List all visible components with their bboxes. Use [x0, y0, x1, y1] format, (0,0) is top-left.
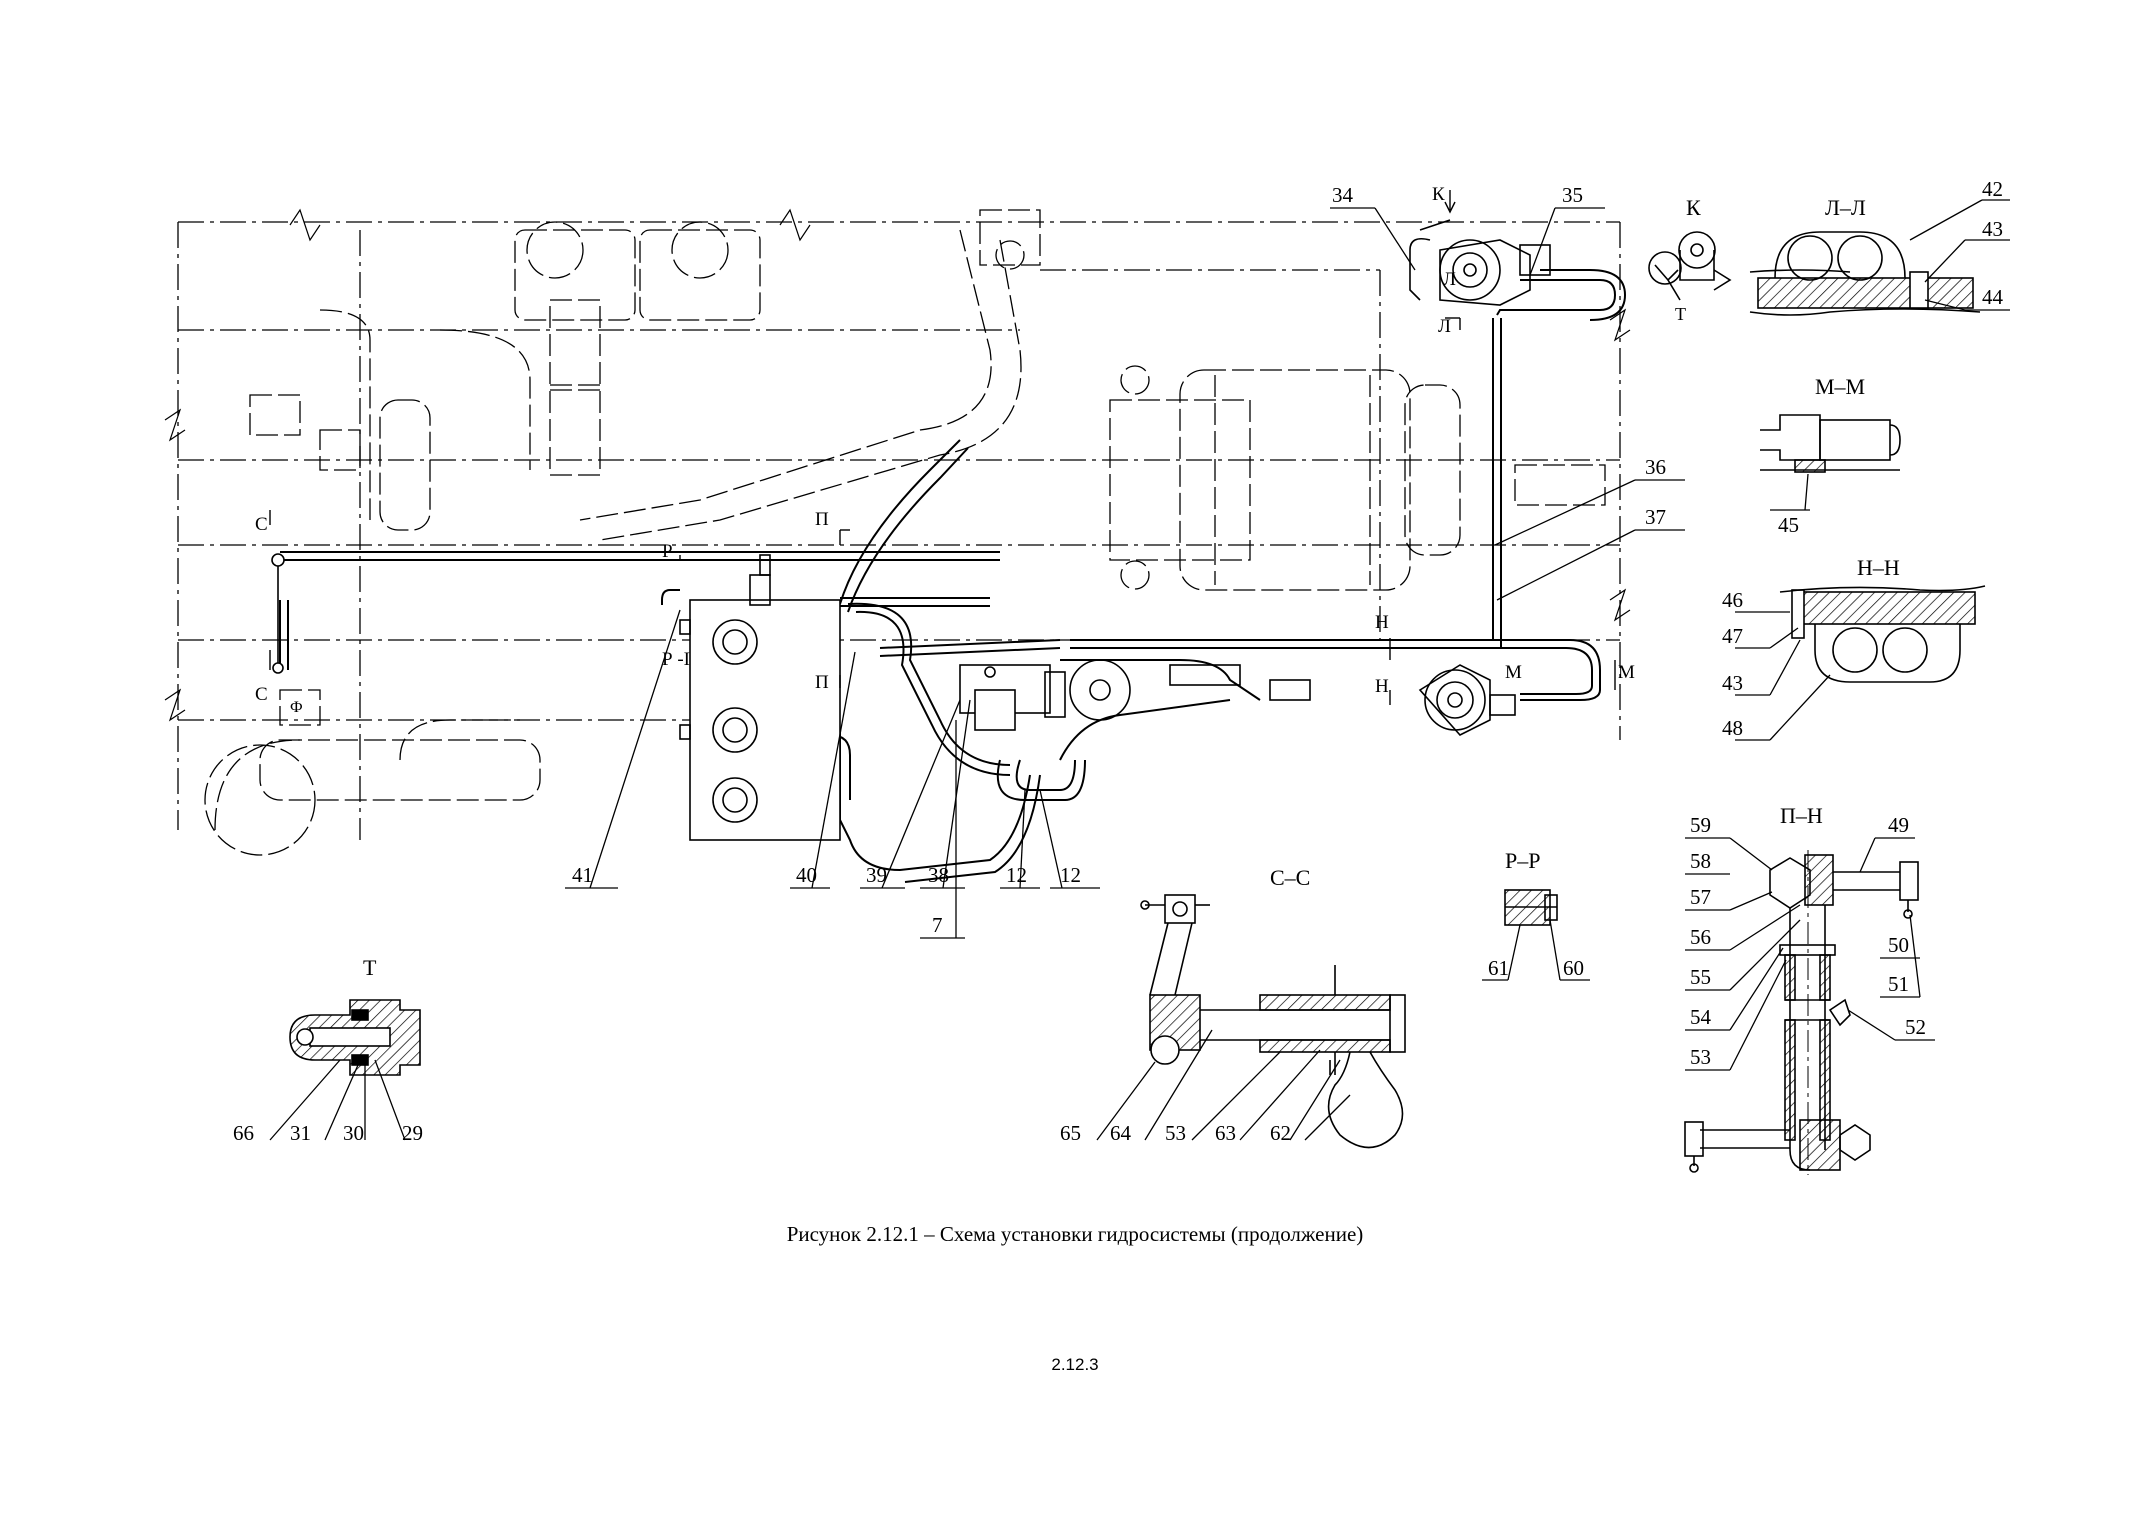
callout-38: 38: [928, 863, 949, 887]
callout-39: 39: [866, 863, 887, 887]
callout-65: 65: [1060, 1121, 1081, 1145]
callout-29: 29: [402, 1121, 423, 1145]
leader-lines-nn: [1735, 611, 1831, 741]
view-ll: [1749, 231, 1981, 316]
callout-45: 45: [1778, 513, 1799, 537]
callout-51: 51: [1888, 972, 1909, 996]
view-rr-title: Р–Р: [1505, 848, 1540, 873]
callout-37: 37: [1645, 505, 1666, 529]
mark-r: Р: [662, 541, 673, 562]
view-mm-title: М–М: [1815, 374, 1865, 399]
callout-63: 63: [1215, 1121, 1236, 1145]
callout-53-cc: 53: [1165, 1121, 1186, 1145]
callout-43-top: 43: [1982, 217, 2003, 241]
mark-r1: Р -I: [662, 649, 690, 670]
view-nn: [1779, 585, 1986, 683]
pump-unit-right: [1418, 664, 1516, 736]
mark-f: Ф: [290, 699, 303, 716]
leader-lines-ll: [1909, 199, 2010, 311]
callout-labels-main: 34 35 36 37 41 40 39 38 7 12 12: [572, 183, 1666, 937]
callout-59: 59: [1690, 813, 1711, 837]
view-nn-title: Н–Н: [1857, 555, 1900, 580]
mark-n-bottom: Н: [1375, 676, 1389, 697]
leader-lines-pn: [1685, 837, 1935, 1071]
callout-30: 30: [343, 1121, 364, 1145]
view-k: [1648, 231, 1732, 301]
mark-c-top: С: [255, 514, 268, 535]
callout-52: 52: [1905, 1015, 1926, 1039]
view-k-title: К: [1686, 195, 1701, 220]
section-letters-main: К Л Л П П Р Р -I С С Н Н М М Ф: [255, 184, 1635, 716]
view-cc: [1140, 894, 1406, 1149]
mark-l-top: Л: [1443, 269, 1456, 290]
leader-45: [1804, 473, 1809, 511]
view-pn: [1684, 850, 1919, 1175]
rod-c: [271, 553, 285, 674]
mark-p-bottom: П: [815, 672, 829, 693]
callout-56: 56: [1690, 925, 1711, 949]
leader-lines-main: [565, 207, 1685, 939]
callout-64: 64: [1110, 1121, 1132, 1145]
callout-31: 31: [290, 1121, 311, 1145]
view-mm: [1760, 414, 1901, 473]
view-rr: [1504, 889, 1558, 926]
callout-36: 36: [1645, 455, 1666, 479]
callout-62: 62: [1270, 1121, 1291, 1145]
valve-unit: [959, 659, 1311, 731]
pump-unit-top: [1409, 219, 1551, 306]
distributor-block: [679, 554, 841, 841]
hydraulic-lines: [279, 269, 1627, 883]
leader-lines-cc: [1096, 1029, 1351, 1141]
leader-lines-rr: [1482, 919, 1590, 981]
page-number: 2.12.3: [1051, 1355, 1099, 1374]
mark-m-right: М: [1618, 662, 1635, 683]
view-t: [289, 999, 421, 1076]
callout-47: 47: [1722, 624, 1743, 648]
callout-35: 35: [1562, 183, 1583, 207]
mark-l-bottom: Л: [1438, 316, 1451, 337]
callout-50: 50: [1888, 933, 1909, 957]
view-t-title: Т: [363, 955, 377, 980]
view-pn-title: П–Н: [1780, 803, 1823, 828]
callout-43-bottom: 43: [1722, 671, 1743, 695]
view-k-mark-t: Т: [1675, 304, 1686, 324]
callout-12-left: 12: [1006, 863, 1027, 887]
callout-60: 60: [1563, 956, 1584, 980]
mark-c-bottom: С: [255, 684, 268, 705]
main-view: [164, 190, 1631, 883]
mark-m-left: М: [1505, 662, 1522, 683]
mark-k: К: [1432, 184, 1445, 205]
callout-42: 42: [1982, 177, 2003, 201]
callout-12-right: 12: [1060, 863, 1081, 887]
mark-n-top: Н: [1375, 612, 1389, 633]
callout-46: 46: [1722, 588, 1743, 612]
callout-41: 41: [572, 863, 593, 887]
callout-34: 34: [1332, 183, 1354, 207]
callout-53-pn: 53: [1690, 1045, 1711, 1069]
callout-49: 49: [1888, 813, 1909, 837]
callout-55: 55: [1690, 965, 1711, 989]
callout-7: 7: [932, 913, 943, 937]
callout-66: 66: [233, 1121, 254, 1145]
section-markers: [269, 190, 1616, 705]
callout-54: 54: [1690, 1005, 1712, 1029]
callout-48: 48: [1722, 716, 1743, 740]
figure-caption: Рисунок 2.12.1 – Схема установки гидроси…: [786, 1222, 1364, 1246]
callout-44: 44: [1982, 285, 2004, 309]
callout-58: 58: [1690, 849, 1711, 873]
callout-40: 40: [796, 863, 817, 887]
chassis-frame-outline: [177, 221, 1621, 840]
view-cc-title: С–С: [1270, 865, 1310, 890]
view-ll-title: Л–Л: [1825, 195, 1866, 220]
leader-lines-t: [269, 1059, 406, 1141]
callout-61: 61: [1488, 956, 1509, 980]
callout-57: 57: [1690, 885, 1711, 909]
background-components: [204, 209, 1606, 856]
mark-p-top: П: [815, 509, 829, 530]
